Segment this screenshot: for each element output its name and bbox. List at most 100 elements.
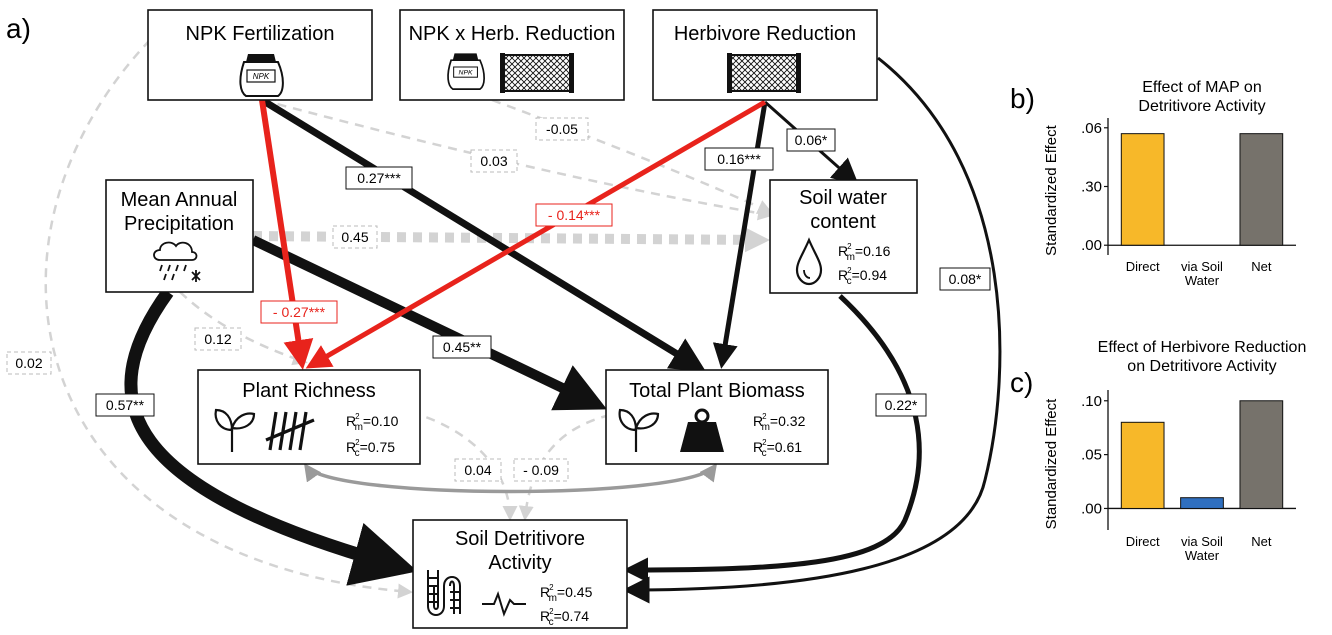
seedling-icon: [618, 408, 660, 452]
chart-title-line: Effect of Herbivore Reduction: [1098, 339, 1307, 356]
tally-marks-icon: [265, 411, 315, 451]
earthworm-icon: [427, 570, 461, 616]
panel-label-c: c): [1010, 367, 1033, 398]
svg-text:R2m=0.10: R2m=0.10: [346, 412, 399, 433]
y-tick-label: .10: [1081, 393, 1102, 410]
node-interaction-label: NPK x Herb. Reduction: [409, 23, 616, 45]
bar-direct: [1120, 421, 1165, 509]
coef-map-richness: 0.12: [204, 331, 231, 347]
path-biomass-to-detritivore: [518, 413, 611, 521]
coef-npk-biomass: 0.27***: [357, 170, 401, 186]
coef-map-soilwater: 0.45: [341, 229, 368, 245]
path-herb-to-biomass: [712, 101, 768, 369]
detritivore-r2m: 0.45: [565, 584, 592, 600]
svg-text:R2m=0.45: R2m=0.45: [540, 583, 593, 604]
chart-title-line: Detritivore Activity: [1138, 98, 1265, 115]
x-tick-label: via Soil: [1181, 259, 1223, 274]
x-tick-label: Net: [1251, 259, 1272, 274]
chart-title-line: Effect of MAP on: [1142, 79, 1261, 96]
x-tick-label: via Soil: [1181, 534, 1223, 549]
y-tick-label: .06: [1081, 120, 1102, 137]
node-detritivore-label-line2: Activity: [488, 552, 551, 574]
node-richness-label: Plant Richness: [242, 380, 375, 402]
path-npk-to-richness: [259, 99, 314, 370]
fertilizer-bag-icon: NPK: [447, 53, 485, 90]
svg-text:R2c=0.61: R2c=0.61: [753, 438, 802, 459]
fertilizer-bag-icon: NPK: [239, 54, 284, 97]
path-herb-to-detritivore: [622, 56, 1002, 604]
panel-label-b: b): [1010, 83, 1035, 114]
path-npk-to-soilwater: [261, 98, 773, 221]
x-tick-label: Water: [1185, 273, 1220, 288]
node-npk-label: NPK Fertilization: [186, 23, 335, 45]
biomass-r2c: 0.61: [775, 439, 802, 455]
detritivore-r2c: 0.74: [562, 608, 589, 624]
path-soilwater-to-detritivore: [623, 294, 922, 583]
coef-herb-soilwater: 0.06*: [795, 132, 828, 148]
path-npk-to-detritivore: [44, 39, 413, 599]
path-coefficients: -0.05 0.03 0.27*** - 0.14*** 0.16*** 0.0…: [6, 117, 991, 482]
bar-direct: [1120, 133, 1165, 246]
node-map-label-line2: Precipitation: [124, 213, 234, 235]
coef-npk-soilwater: 0.03: [480, 153, 507, 169]
y-tick-label: .00: [1081, 500, 1102, 517]
coef-biomass-detritivore: - 0.09: [523, 462, 559, 478]
svg-text:R2c=0.94: R2c=0.94: [838, 266, 887, 287]
coef-interaction-soilwater: -0.05: [546, 121, 578, 137]
y-tick-label: .30: [1081, 179, 1102, 196]
coef-herb-richness: - 0.14***: [548, 207, 601, 223]
exclosure-fence-icon: [727, 53, 801, 93]
x-tick-label: Net: [1251, 534, 1272, 549]
coef-map-detritivore: 0.57**: [106, 397, 145, 413]
biomass-r2m: 0.32: [778, 413, 805, 429]
coef-npk-richness: - 0.27***: [273, 304, 326, 320]
node-herb: Herbivore Reduction: [652, 9, 878, 101]
svg-text:R2m=0.32: R2m=0.32: [753, 412, 806, 433]
npk-bag-label: NPK: [253, 72, 270, 81]
covariance-richness-biomass: [303, 463, 718, 494]
coef-npk-detritivore: 0.02: [15, 355, 42, 371]
coef-richness-detritivore: 0.04: [464, 462, 491, 478]
node-detritivore-label-line1: Soil Detritivore: [455, 528, 585, 550]
coef-herb-biomass: 0.16***: [717, 151, 761, 167]
bar-via-soil-water: [1180, 497, 1224, 509]
path-npk-to-biomass: [260, 97, 706, 372]
bar-net: [1239, 400, 1284, 509]
soilwater-r2c: 0.94: [860, 267, 887, 283]
node-soilwater-label-line2: content: [810, 211, 876, 233]
node-biomass-label: Total Plant Biomass: [629, 380, 805, 402]
x-tick-label: Water: [1185, 548, 1220, 563]
bar-net: [1239, 133, 1284, 246]
node-map: Mean Annual Precipitation: [105, 179, 254, 293]
seedling-icon: [214, 408, 256, 452]
svg-text:NPK: NPK: [459, 70, 473, 77]
exclosure-fence-icon: [500, 53, 574, 93]
path-interaction-to-soilwater: [491, 98, 773, 214]
rain-cloud-icon: [153, 241, 201, 282]
panel-label-a: a): [6, 13, 31, 44]
richness-r2c: 0.75: [368, 439, 395, 455]
svg-text:R2c=0.74: R2c=0.74: [540, 607, 589, 628]
node-map-label-line1: Mean Annual: [121, 189, 238, 211]
y-tick-label: .05: [1081, 447, 1102, 464]
svg-text:R2c=0.75: R2c=0.75: [346, 438, 395, 459]
coef-soilwater-detritivore: 0.22*: [885, 397, 918, 413]
path-map-to-biomass: [250, 235, 608, 411]
x-tick-label: Direct: [1126, 259, 1160, 274]
coef-herb-detritivore: 0.08*: [949, 271, 982, 287]
y-axis-label: Standardized Effect: [1043, 398, 1060, 529]
water-drop-icon: [795, 237, 823, 286]
y-tick-label: .00: [1081, 237, 1102, 254]
node-npk: NPK Fertilization NPK: [147, 9, 373, 101]
richness-r2m: 0.10: [371, 413, 398, 429]
node-herb-label: Herbivore Reduction: [674, 23, 856, 45]
